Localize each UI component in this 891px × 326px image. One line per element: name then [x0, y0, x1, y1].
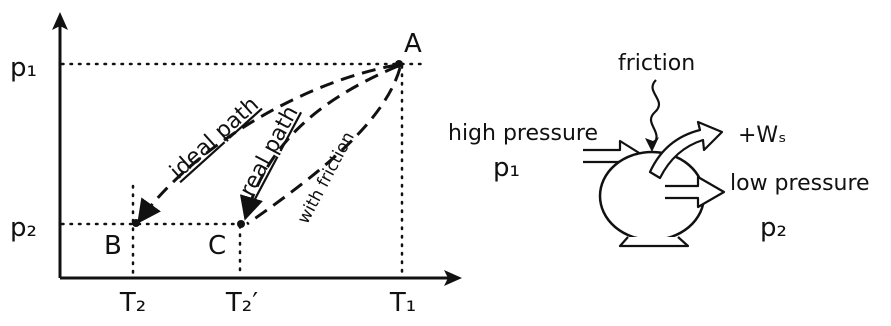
y-axis-arrow-icon	[52, 12, 68, 30]
pressure-temperature-diagram: p₁ p₂ A B C T₂ T₂′ T₁ ideal path real pa…	[10, 12, 462, 318]
point-b-label: B	[104, 231, 122, 261]
point-a-label: A	[404, 29, 422, 59]
high-pressure-label: high pressure	[448, 121, 598, 146]
x-label-t1: T₁	[389, 288, 416, 318]
x-axis-arrow-icon	[444, 270, 462, 286]
outlet-arrow-icon	[665, 175, 726, 209]
point-c-marker	[237, 220, 245, 228]
point-c-label: C	[208, 231, 226, 261]
guide-lines	[60, 62, 427, 278]
low-pressure-label: low pressure	[730, 171, 870, 196]
turbine-base	[618, 236, 690, 248]
ideal-path-curve	[137, 63, 398, 224]
friction-arrow-icon	[645, 137, 659, 152]
friction-label: friction	[618, 51, 695, 76]
real-path-curve	[239, 64, 399, 221]
y-label-p2: p₂	[10, 213, 37, 243]
point-a-marker	[395, 60, 403, 68]
real-path-friction-curve	[246, 67, 402, 226]
inlet-p1-label: p₁	[493, 153, 520, 183]
friction-squiggle	[649, 79, 661, 147]
work-output-arrow-icon	[648, 120, 724, 180]
x-label-t2-prime: T₂′	[225, 288, 258, 318]
with-friction-label: with friction	[294, 129, 359, 228]
x-label-t2: T₂	[119, 288, 146, 318]
work-label: +Wₛ	[738, 123, 786, 148]
point-b-marker	[132, 219, 140, 227]
outlet-p2-label: p₂	[760, 213, 787, 243]
turbine-sketch: friction high pressure p₁ +Wₛ low pressu…	[448, 51, 870, 248]
y-label-p1: p₁	[10, 53, 37, 83]
